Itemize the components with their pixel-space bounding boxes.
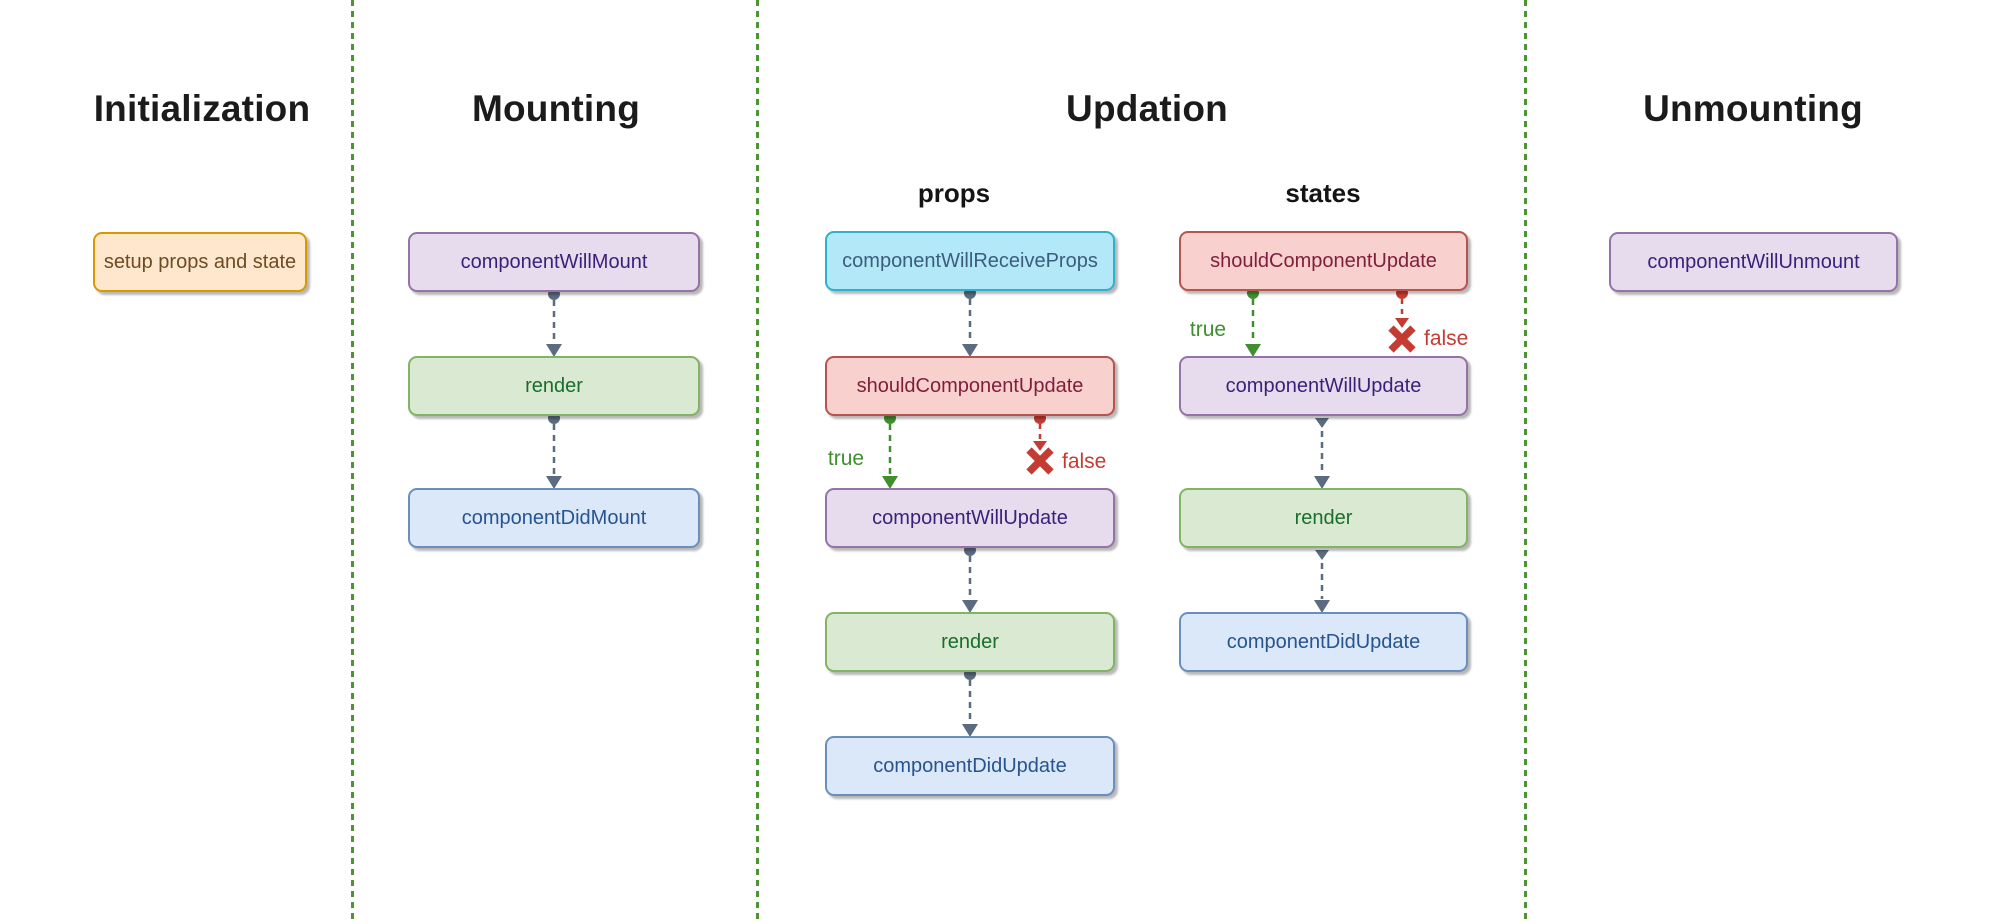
edge-willreceive-shouldupdate <box>962 287 978 357</box>
title-unmounting: Unmounting <box>1643 88 1863 129</box>
node-props-render: render <box>825 612 1115 672</box>
node-states-render: render <box>1179 488 1468 548</box>
title-initialization: Initialization <box>93 88 311 129</box>
edge-props-false <box>1026 412 1054 475</box>
column-header-states: states <box>1285 178 1361 208</box>
node-props-should-component-update: shouldComponentUpdate <box>825 356 1115 416</box>
edge-label-true-states: true <box>1189 318 1227 341</box>
node-states-should-component-update: shouldComponentUpdate <box>1179 231 1468 291</box>
edge-props-true <box>882 412 898 489</box>
title-updation: Updation <box>1066 88 1228 129</box>
node-component-did-mount: componentDidMount <box>408 488 700 548</box>
divider-mounting-updation <box>756 0 759 924</box>
node-props-component-will-update: componentWillUpdate <box>825 488 1115 548</box>
node-setup-props-and-state: setup props and state <box>93 232 307 292</box>
edge-props-willupdate-render <box>962 544 978 613</box>
node-props-component-did-update: componentDidUpdate <box>825 736 1115 796</box>
edge-states-willupdate-render <box>1314 418 1330 489</box>
node-states-component-will-update: componentWillUpdate <box>1179 356 1468 416</box>
edge-states-true <box>1245 287 1261 357</box>
divider-initialization-mounting <box>351 0 354 924</box>
edge-label-true-props: true <box>827 447 865 470</box>
edge-props-render-didupdate <box>962 668 978 737</box>
node-states-component-did-update: componentDidUpdate <box>1179 612 1468 672</box>
edge-states-false <box>1388 287 1416 353</box>
column-header-props: props <box>917 178 991 208</box>
title-mounting: Mounting <box>471 88 641 129</box>
edge-label-false-props: false <box>1062 450 1107 473</box>
edge-willmount-render <box>546 288 562 357</box>
edge-states-render-didupdate <box>1314 550 1330 613</box>
node-component-will-unmount: componentWillUnmount <box>1609 232 1898 292</box>
node-mounting-render: render <box>408 356 700 416</box>
divider-updation-unmounting <box>1524 0 1527 924</box>
node-component-will-mount: componentWillMount <box>408 232 700 292</box>
edge-label-false-states: false <box>1424 327 1469 350</box>
node-component-will-receive-props: componentWillReceiveProps <box>825 231 1115 291</box>
edge-render-didmount <box>546 412 562 489</box>
